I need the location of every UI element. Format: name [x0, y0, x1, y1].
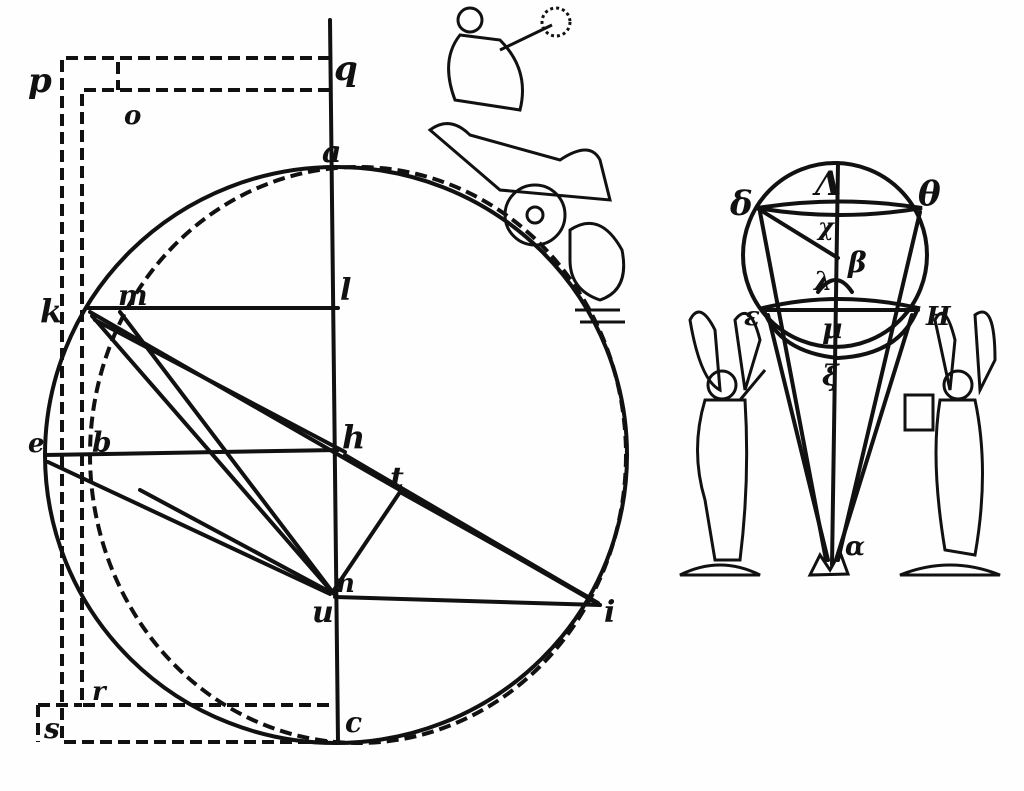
inner-cone-left [766, 313, 830, 562]
upper-ellipse [755, 199, 923, 217]
label-e: e [28, 429, 45, 459]
label-o: o [124, 101, 141, 131]
label-r: r [92, 677, 108, 707]
label-c: c [345, 706, 362, 739]
dashed-frame-inner [80, 88, 330, 707]
label-l: l [340, 273, 351, 308]
label-s: s [43, 712, 60, 745]
label-lambda: λ [813, 267, 832, 297]
line-t-i [398, 490, 592, 600]
star-base [807, 548, 851, 577]
line-n-i [333, 595, 602, 607]
orbit-diagram: p q o a k m l h e b t n u i c r s [28, 18, 629, 745]
label-m: m [118, 279, 148, 312]
label-alpha: α [845, 532, 865, 562]
label-i: i [604, 595, 615, 630]
label-b: b [92, 426, 112, 459]
label-h: h [342, 418, 365, 456]
lambda-arc [816, 278, 854, 294]
cone-right [836, 210, 922, 562]
line-e-h [43, 448, 340, 457]
label-lambda-top: Λ [812, 164, 841, 204]
label-chi: χ [816, 212, 835, 241]
dashed-frame-outer [60, 56, 338, 744]
label-mu: μ [822, 312, 843, 345]
label-delta: δ [729, 184, 753, 224]
side-diagram: δ Λ θ χ β λ ε H μ ξ α [729, 161, 952, 577]
line-b-n [138, 488, 332, 594]
label-beta: β [847, 246, 867, 279]
lower-ellipse [760, 297, 921, 361]
left-angel-illustration [679, 310, 767, 577]
chariot-figure-illustration [427, 6, 626, 324]
line-k-h [93, 318, 347, 454]
label-q: q [334, 49, 358, 89]
label-xi: ξ [822, 359, 840, 392]
line-n-t [332, 490, 402, 592]
right-angel-illustration [899, 310, 1001, 577]
inner-cone-right [834, 313, 914, 562]
label-p: p [28, 61, 52, 101]
line-delta-beta [755, 206, 840, 260]
label-u: u [312, 595, 334, 630]
label-t: t [390, 461, 404, 496]
label-a: a [322, 135, 341, 170]
label-n: n [336, 569, 355, 599]
apsidal-line [328, 18, 340, 744]
label-k: k [40, 292, 62, 330]
label-theta: θ [918, 174, 941, 214]
line-m-n [118, 310, 336, 596]
line-k-n [90, 314, 334, 594]
axis-line [830, 161, 840, 567]
line-e-n [46, 460, 332, 596]
